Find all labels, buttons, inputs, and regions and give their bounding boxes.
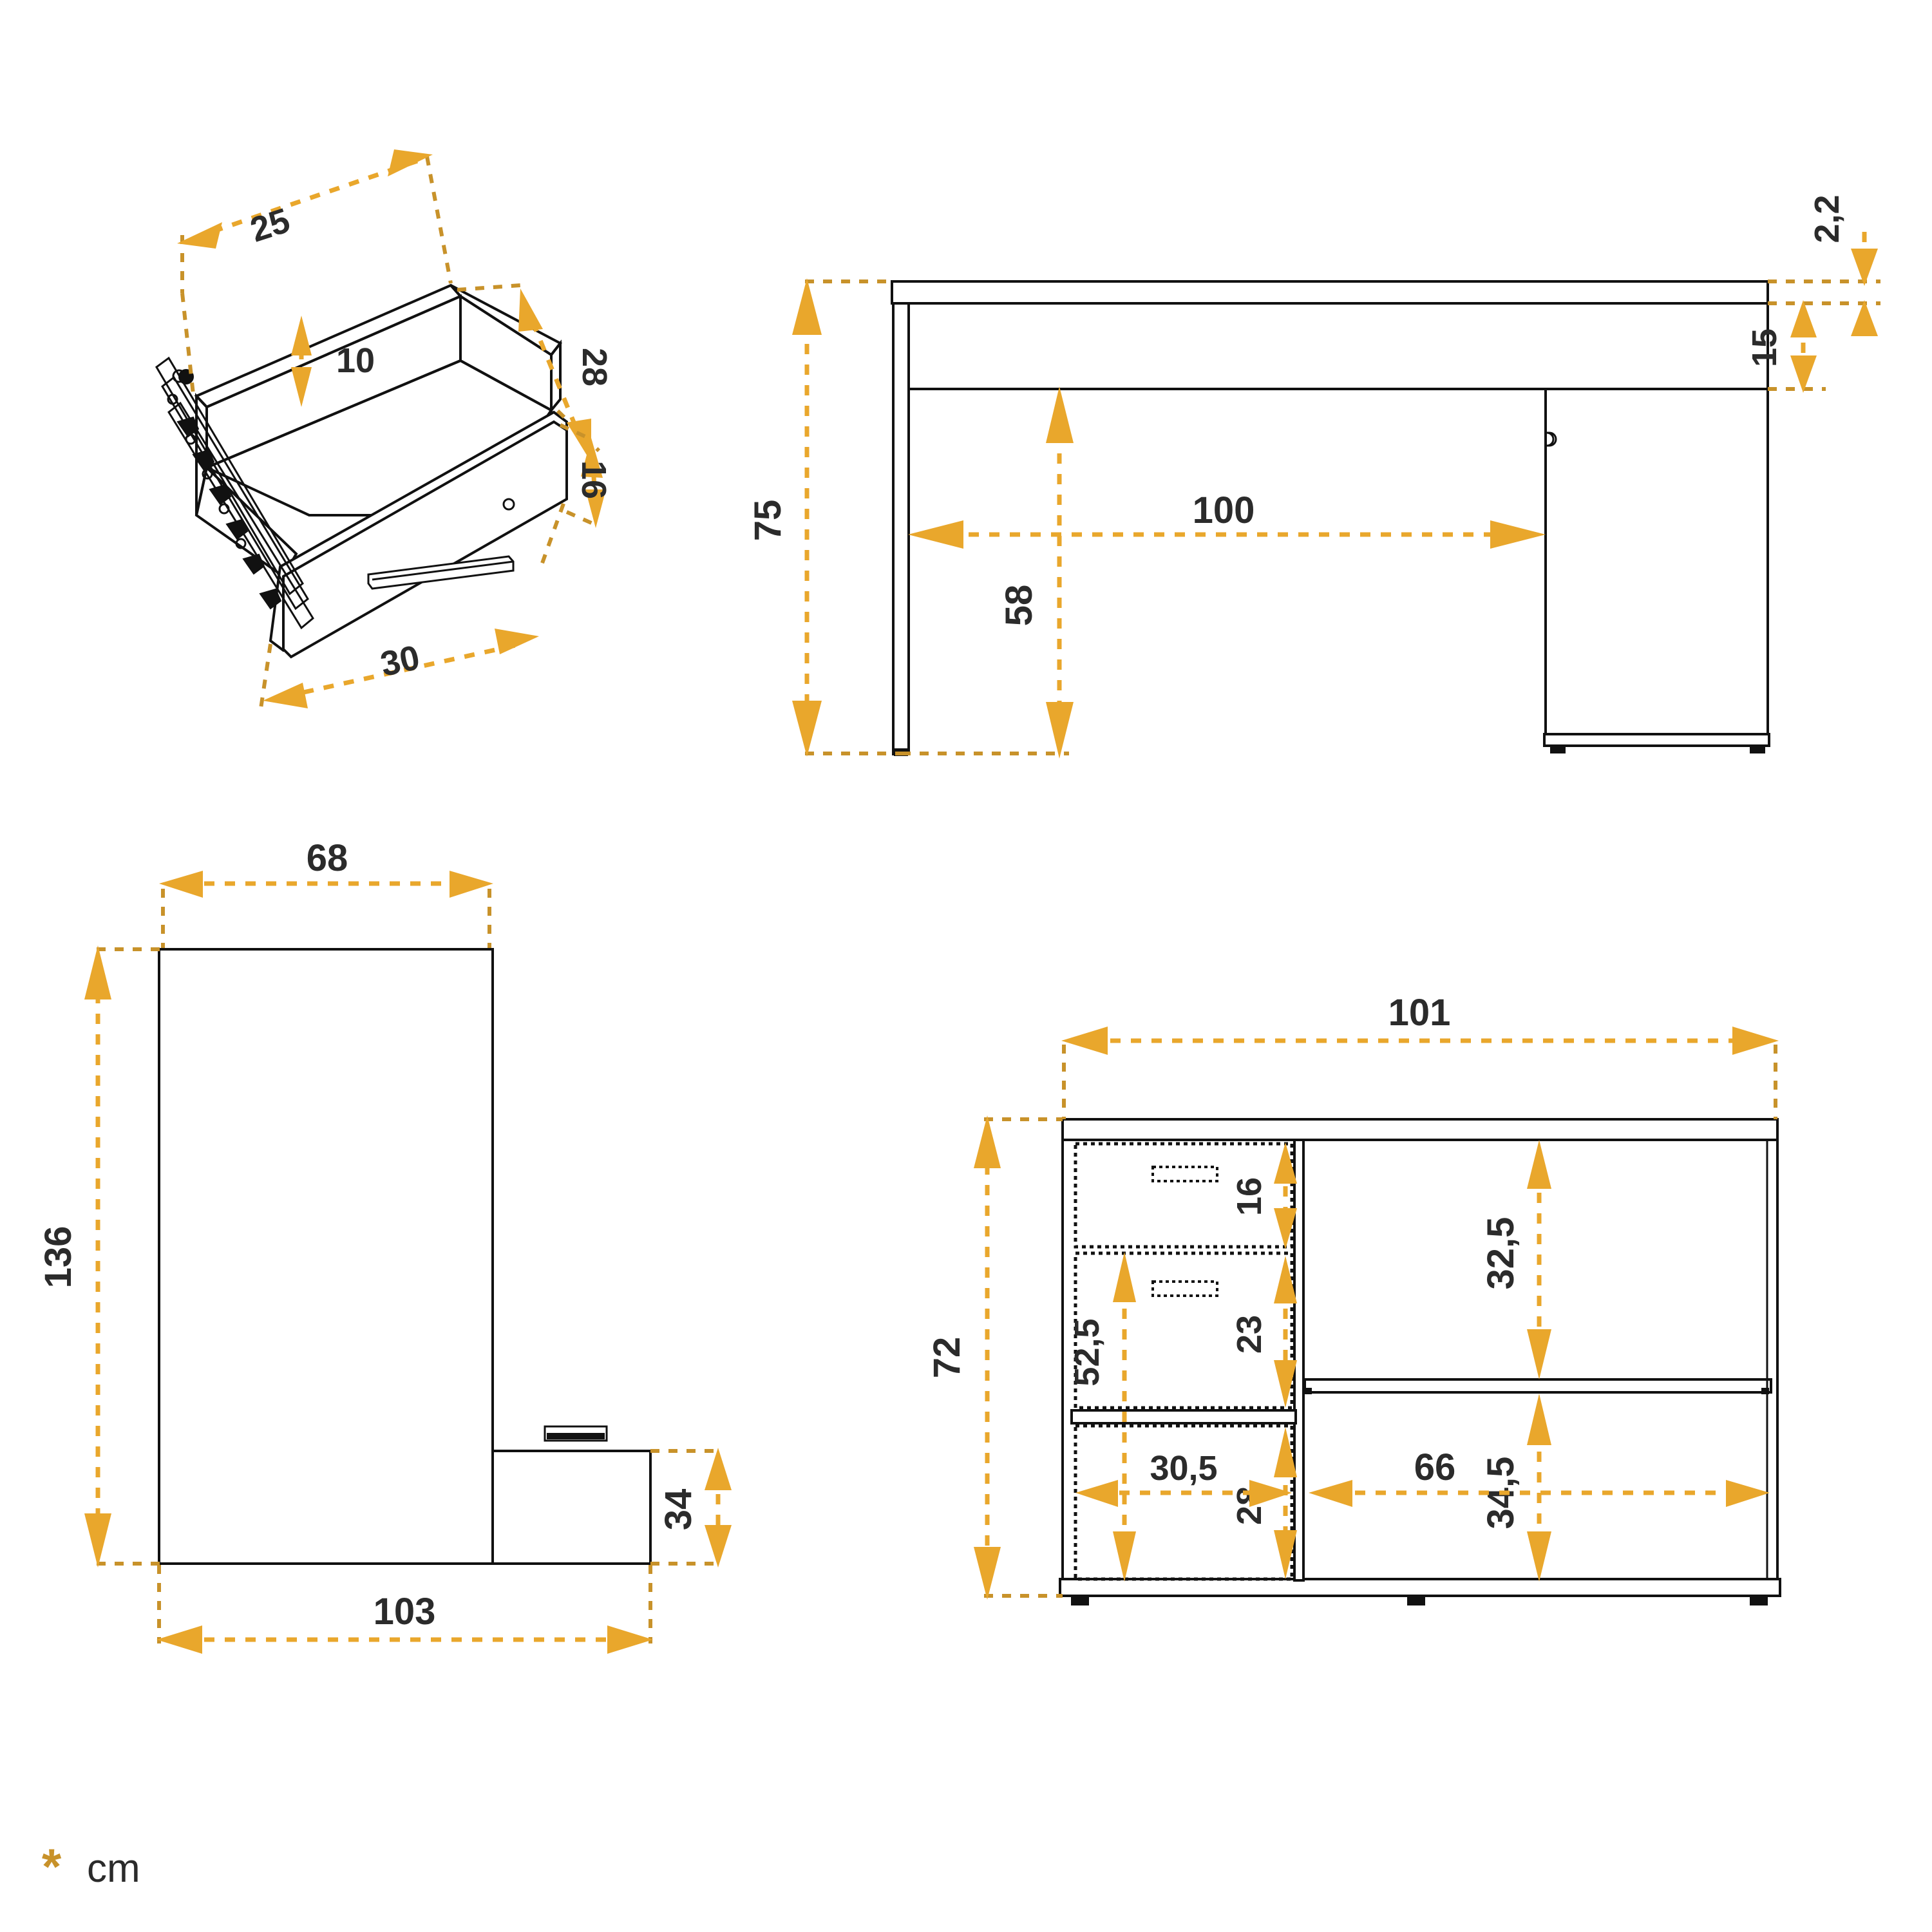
drawer-box-geometry <box>155 283 568 659</box>
dimension-label-30: 30 <box>377 638 423 684</box>
dimension-label-68: 68 <box>307 837 348 879</box>
drawer-outline-middle <box>1074 1251 1294 1410</box>
dimension-label-cab-16: 16 <box>1230 1177 1269 1216</box>
dimension-label-103: 103 <box>374 1591 436 1633</box>
dimension-label-72: 72 <box>926 1337 968 1379</box>
desk-geometry <box>891 280 1770 756</box>
drawer-slide-rail <box>155 356 314 630</box>
dimension-label-28: 28 <box>575 348 614 386</box>
cabinet-geometry <box>1059 1118 1781 1605</box>
dimension-72 <box>974 1115 1063 1600</box>
dimension-103 <box>156 1565 653 1654</box>
dimension-25 <box>177 149 453 395</box>
dimension-2-2 <box>1768 232 1880 336</box>
dimension-66 <box>1309 1480 1770 1507</box>
dimension-28 <box>457 283 601 462</box>
drawer-handle-hidden-top <box>1151 1166 1218 1182</box>
dimension-label-58: 58 <box>998 585 1040 627</box>
dimension-cab-16 <box>1274 1142 1297 1249</box>
drawer-outline-bottom <box>1074 1424 1294 1581</box>
dimension-label-2-2: 2,2 <box>1808 194 1846 243</box>
dimension-34 <box>650 1448 732 1567</box>
dimension-label-10: 10 <box>336 341 375 380</box>
dimension-label-52-5: 52,5 <box>1068 1318 1106 1386</box>
dimension-100 <box>908 520 1546 549</box>
dimension-label-100: 100 <box>1193 489 1255 531</box>
dimension-58 <box>902 386 1074 759</box>
dimension-34-5 <box>1527 1394 1551 1582</box>
drawer-outline-top <box>1074 1142 1294 1249</box>
dimension-16 <box>559 423 606 528</box>
dimension-cab-28 <box>1274 1427 1297 1579</box>
drawer-handle-hidden-middle <box>1151 1280 1218 1297</box>
dimension-label-75: 75 <box>747 500 789 542</box>
dimension-label-30-5: 30,5 <box>1150 1449 1217 1488</box>
unit-label: cm <box>87 1846 140 1891</box>
dimension-label-34: 34 <box>658 1489 699 1531</box>
cabinet-knob-icon <box>1546 431 1557 447</box>
asterisk-icon: * <box>42 1838 62 1895</box>
dimension-32-5 <box>1527 1140 1551 1379</box>
dimension-30-5 <box>1075 1480 1292 1507</box>
dimension-cab-23 <box>1274 1256 1297 1408</box>
dimension-101 <box>1061 1027 1779 1119</box>
dimension-label-cab-23: 23 <box>1230 1315 1269 1354</box>
dimension-30 <box>259 502 565 709</box>
dimension-15 <box>1768 300 1826 393</box>
dimension-68 <box>159 871 493 948</box>
drawer-handle-icon <box>367 555 515 590</box>
dimension-label-16: 16 <box>574 460 613 499</box>
dimension-10 <box>291 316 312 407</box>
dimension-label-136: 136 <box>37 1226 79 1289</box>
dimension-label-32-5: 32,5 <box>1480 1217 1522 1290</box>
dimension-label-15: 15 <box>1745 328 1784 367</box>
dimension-52-5 <box>1113 1252 1136 1582</box>
dimension-label-101: 101 <box>1388 992 1451 1034</box>
dimension-75 <box>792 278 902 757</box>
dimension-label-66: 66 <box>1414 1446 1456 1488</box>
dimension-136 <box>84 945 161 1567</box>
return-handle-icon <box>544 1425 608 1442</box>
